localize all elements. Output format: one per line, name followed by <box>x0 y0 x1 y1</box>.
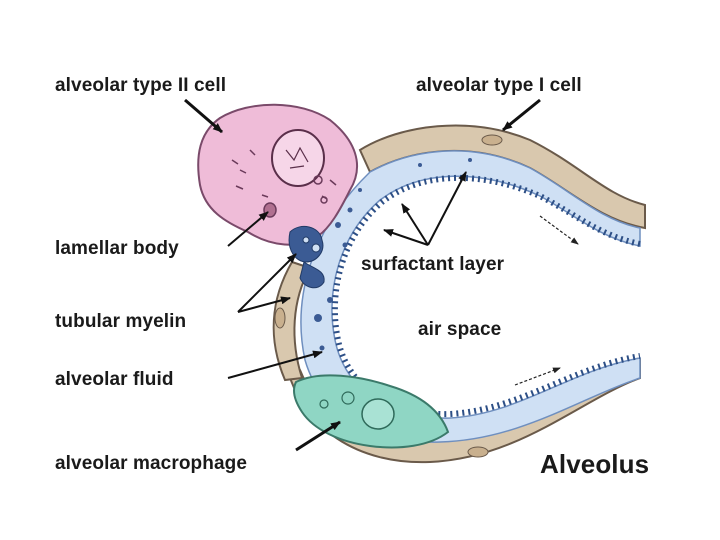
pointer-surfactant-2 <box>401 203 429 246</box>
type-ii-nucleus <box>271 129 325 187</box>
nucleus-chromatin <box>285 146 309 169</box>
airflow-arrow-lower <box>514 367 561 386</box>
macrophage-vesicle <box>341 391 355 405</box>
label-alveolar-macrophage: alveolar macrophage <box>55 453 247 474</box>
label-surfactant-layer: surfactant layer <box>361 254 505 275</box>
type-i-nucleus <box>274 307 286 329</box>
pointer-fluid <box>227 350 323 379</box>
diagram-title: Alveolus <box>540 449 650 479</box>
pointer-macrophage <box>295 420 341 452</box>
alveolar-wall-left <box>272 260 312 382</box>
macrophage-vesicle <box>319 399 329 409</box>
label-tubular-myelin: tubular myelin <box>55 311 187 332</box>
lamellar-body-cluster <box>288 225 325 289</box>
pointer-surfactant-3 <box>383 229 429 246</box>
type-i-nucleus <box>481 134 503 146</box>
type-i-nucleus <box>467 446 489 458</box>
pointer-lamellar <box>227 211 269 247</box>
pointer-myelin-2 <box>237 296 291 313</box>
pointer-surfactant-1 <box>427 171 467 246</box>
airflow-arrow-upper <box>539 215 579 245</box>
pointer-type-i <box>502 98 541 132</box>
label-type-ii-cell: alveolar type II cell <box>55 75 227 96</box>
pointer-myelin-1 <box>237 253 297 313</box>
tubular-myelin-dots <box>314 158 472 387</box>
label-lamellar-body: lamellar body <box>55 238 179 259</box>
macrophage-nucleus <box>361 398 395 430</box>
label-type-i-cell: alveolar type I cell <box>416 75 582 96</box>
label-alveolar-fluid: alveolar fluid <box>55 369 174 390</box>
label-air-space: air space <box>418 319 502 340</box>
type-ii-organelles <box>231 149 337 218</box>
pointer-type-ii <box>184 98 223 134</box>
